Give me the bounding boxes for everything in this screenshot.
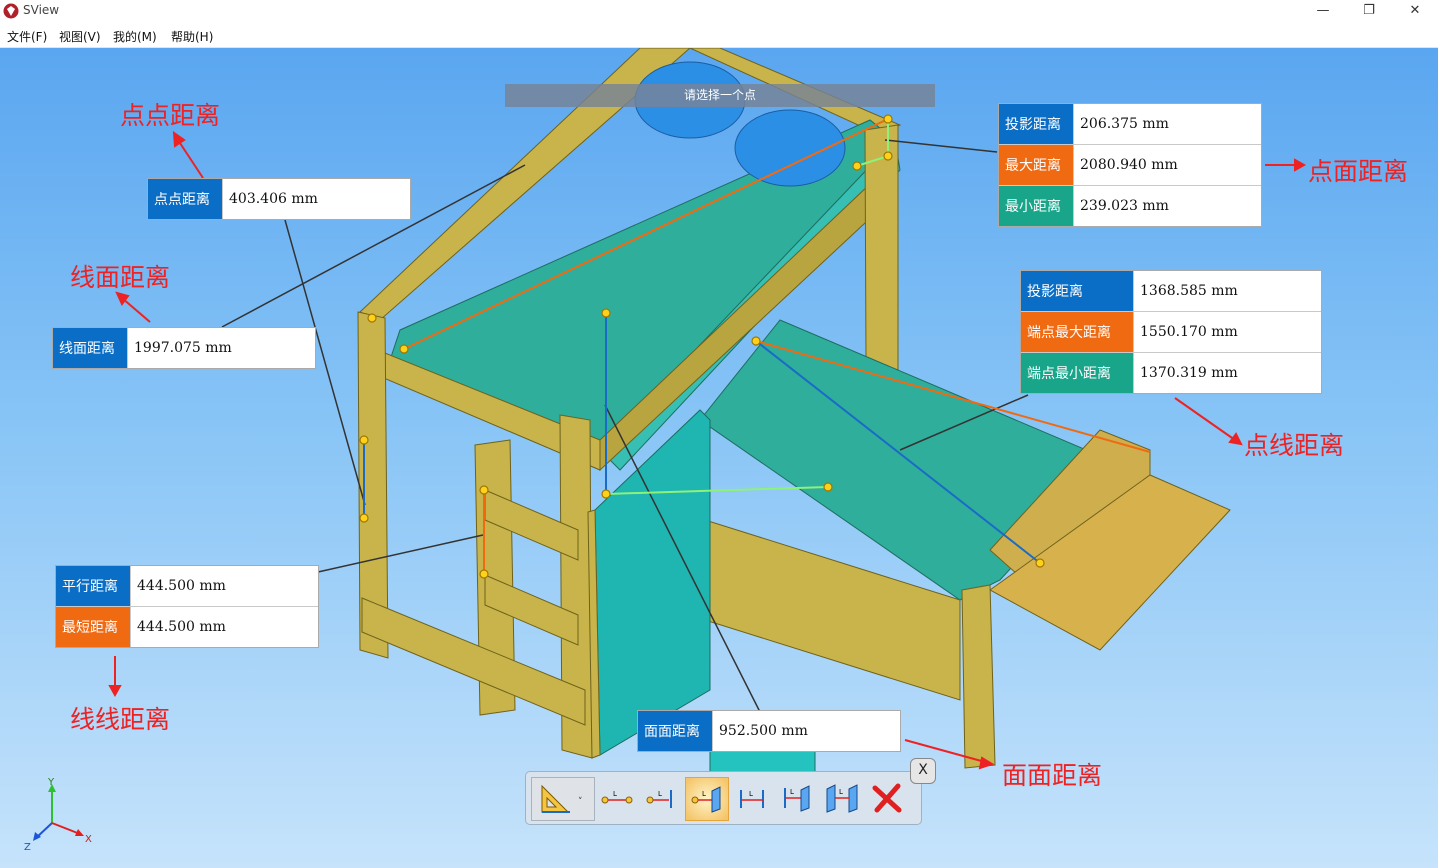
annotation-point-line: 点线距离 (1244, 431, 1345, 460)
measure-label: 投影距离 (1021, 271, 1133, 311)
point-point-tool[interactable]: L (596, 777, 638, 819)
line-face-tool[interactable]: L (776, 777, 818, 819)
svg-text:˅: ˅ (578, 797, 583, 807)
annotation-line-face: 线面距离 (70, 263, 171, 292)
menu-bar: 文件(F) 视图(V) 我的(M) 帮助(H) (0, 23, 1438, 48)
face-face-tool[interactable]: L (821, 777, 863, 819)
measure-value: 1550.170 mm (1133, 312, 1321, 352)
window-title: SView (23, 3, 60, 17)
measure-label: 平行距离 (56, 566, 130, 606)
measure-tool-button[interactable]: ˅ (531, 777, 595, 821)
axis-y-label: Y (47, 777, 55, 788)
annotation-face-face: 面面距离 (1002, 761, 1103, 790)
bunk-bed-model[interactable] (0, 48, 1438, 868)
axis-z-label: Z (24, 842, 31, 853)
selection-prompt: 请选择一个点 (505, 84, 935, 107)
restore-button[interactable]: ❐ (1363, 3, 1375, 18)
app-logo-icon (3, 3, 19, 19)
measure-label: 面面距离 (638, 711, 712, 751)
menu-mine[interactable]: 我的(M) (113, 30, 157, 44)
point-face-measure-box: 投影距离 206.375 mm 最大距离 2080.940 mm 最小距离 23… (998, 103, 1262, 227)
line-face-icon: L (784, 785, 810, 812)
toolbar-close-button[interactable]: X (910, 758, 936, 784)
svg-text:L: L (613, 790, 617, 798)
measure-value: 444.500 mm (130, 566, 318, 606)
menu-view[interactable]: 视图(V) (59, 30, 101, 44)
point-face-icon: L (691, 786, 721, 813)
point-point-measure-box: 点点距离 403.406 mm (147, 178, 411, 220)
face-face-icon: L (826, 784, 858, 813)
measure-label: 最短距离 (56, 607, 130, 647)
measure-value: 403.406 mm (222, 179, 410, 219)
annotation-point-point: 点点距离 (120, 101, 221, 130)
measure-value: 206.375 mm (1073, 104, 1261, 144)
point-line-icon: L (646, 790, 672, 808)
measure-label: 投影距离 (999, 104, 1073, 144)
measure-value: 444.500 mm (130, 607, 318, 647)
svg-text:L: L (658, 790, 662, 798)
measure-label: 端点最大距离 (1021, 312, 1133, 352)
measure-value: 2080.940 mm (1073, 145, 1261, 185)
delete-measure-tool[interactable] (866, 777, 908, 819)
measure-label: 端点最小距离 (1021, 353, 1133, 393)
measure-label: 线面距离 (53, 328, 127, 368)
svg-text:L: L (702, 790, 706, 798)
line-line-tool[interactable]: L (731, 777, 773, 819)
point-line-measure-box: 投影距离 1368.585 mm 端点最大距离 1550.170 mm 端点最小… (1020, 270, 1322, 394)
annotation-line-line: 线线距离 (70, 705, 171, 734)
minimize-button[interactable]: — (1316, 3, 1330, 18)
title-bar: SView — ❐ ✕ (0, 0, 1438, 23)
3d-viewport[interactable]: 请选择一个点 点点距离 线面距离 点面距离 点线距离 线线距离 面面距离 点点距… (0, 48, 1438, 868)
measure-label: 最大距离 (999, 145, 1073, 185)
point-point-icon: L (601, 790, 633, 804)
measure-value: 1368.585 mm (1133, 271, 1321, 311)
measure-label: 点点距离 (148, 179, 222, 219)
close-window-button[interactable]: ✕ (1409, 3, 1421, 18)
measure-value: 1997.075 mm (127, 328, 315, 368)
measure-tool-icon: ˅ (541, 784, 583, 813)
measurement-toolbar: ˅ L L L L (525, 771, 922, 825)
measure-label: 最小距离 (999, 186, 1073, 226)
measure-value: 1370.319 mm (1133, 353, 1321, 393)
point-line-tool[interactable]: L (640, 777, 682, 819)
delete-icon (872, 783, 902, 813)
axis-x-label: X (85, 834, 92, 845)
menu-help[interactable]: 帮助(H) (171, 30, 214, 44)
face-face-measure-box: 面面距离 952.500 mm (637, 710, 901, 752)
point-face-tool[interactable]: L (685, 777, 729, 821)
line-face-measure-box: 线面距离 1997.075 mm (52, 327, 316, 369)
svg-text:L: L (790, 788, 794, 796)
line-line-icon: L (740, 790, 764, 808)
measure-value: 239.023 mm (1073, 186, 1261, 226)
menu-file[interactable]: 文件(F) (7, 30, 48, 44)
svg-text:L: L (839, 788, 843, 796)
svg-text:L: L (749, 790, 753, 798)
annotation-point-face: 点面距离 (1308, 157, 1409, 186)
measure-value: 952.500 mm (712, 711, 900, 751)
line-line-measure-box: 平行距离 444.500 mm 最短距离 444.500 mm (55, 565, 319, 648)
axis-triad: Y X Z (24, 777, 92, 853)
